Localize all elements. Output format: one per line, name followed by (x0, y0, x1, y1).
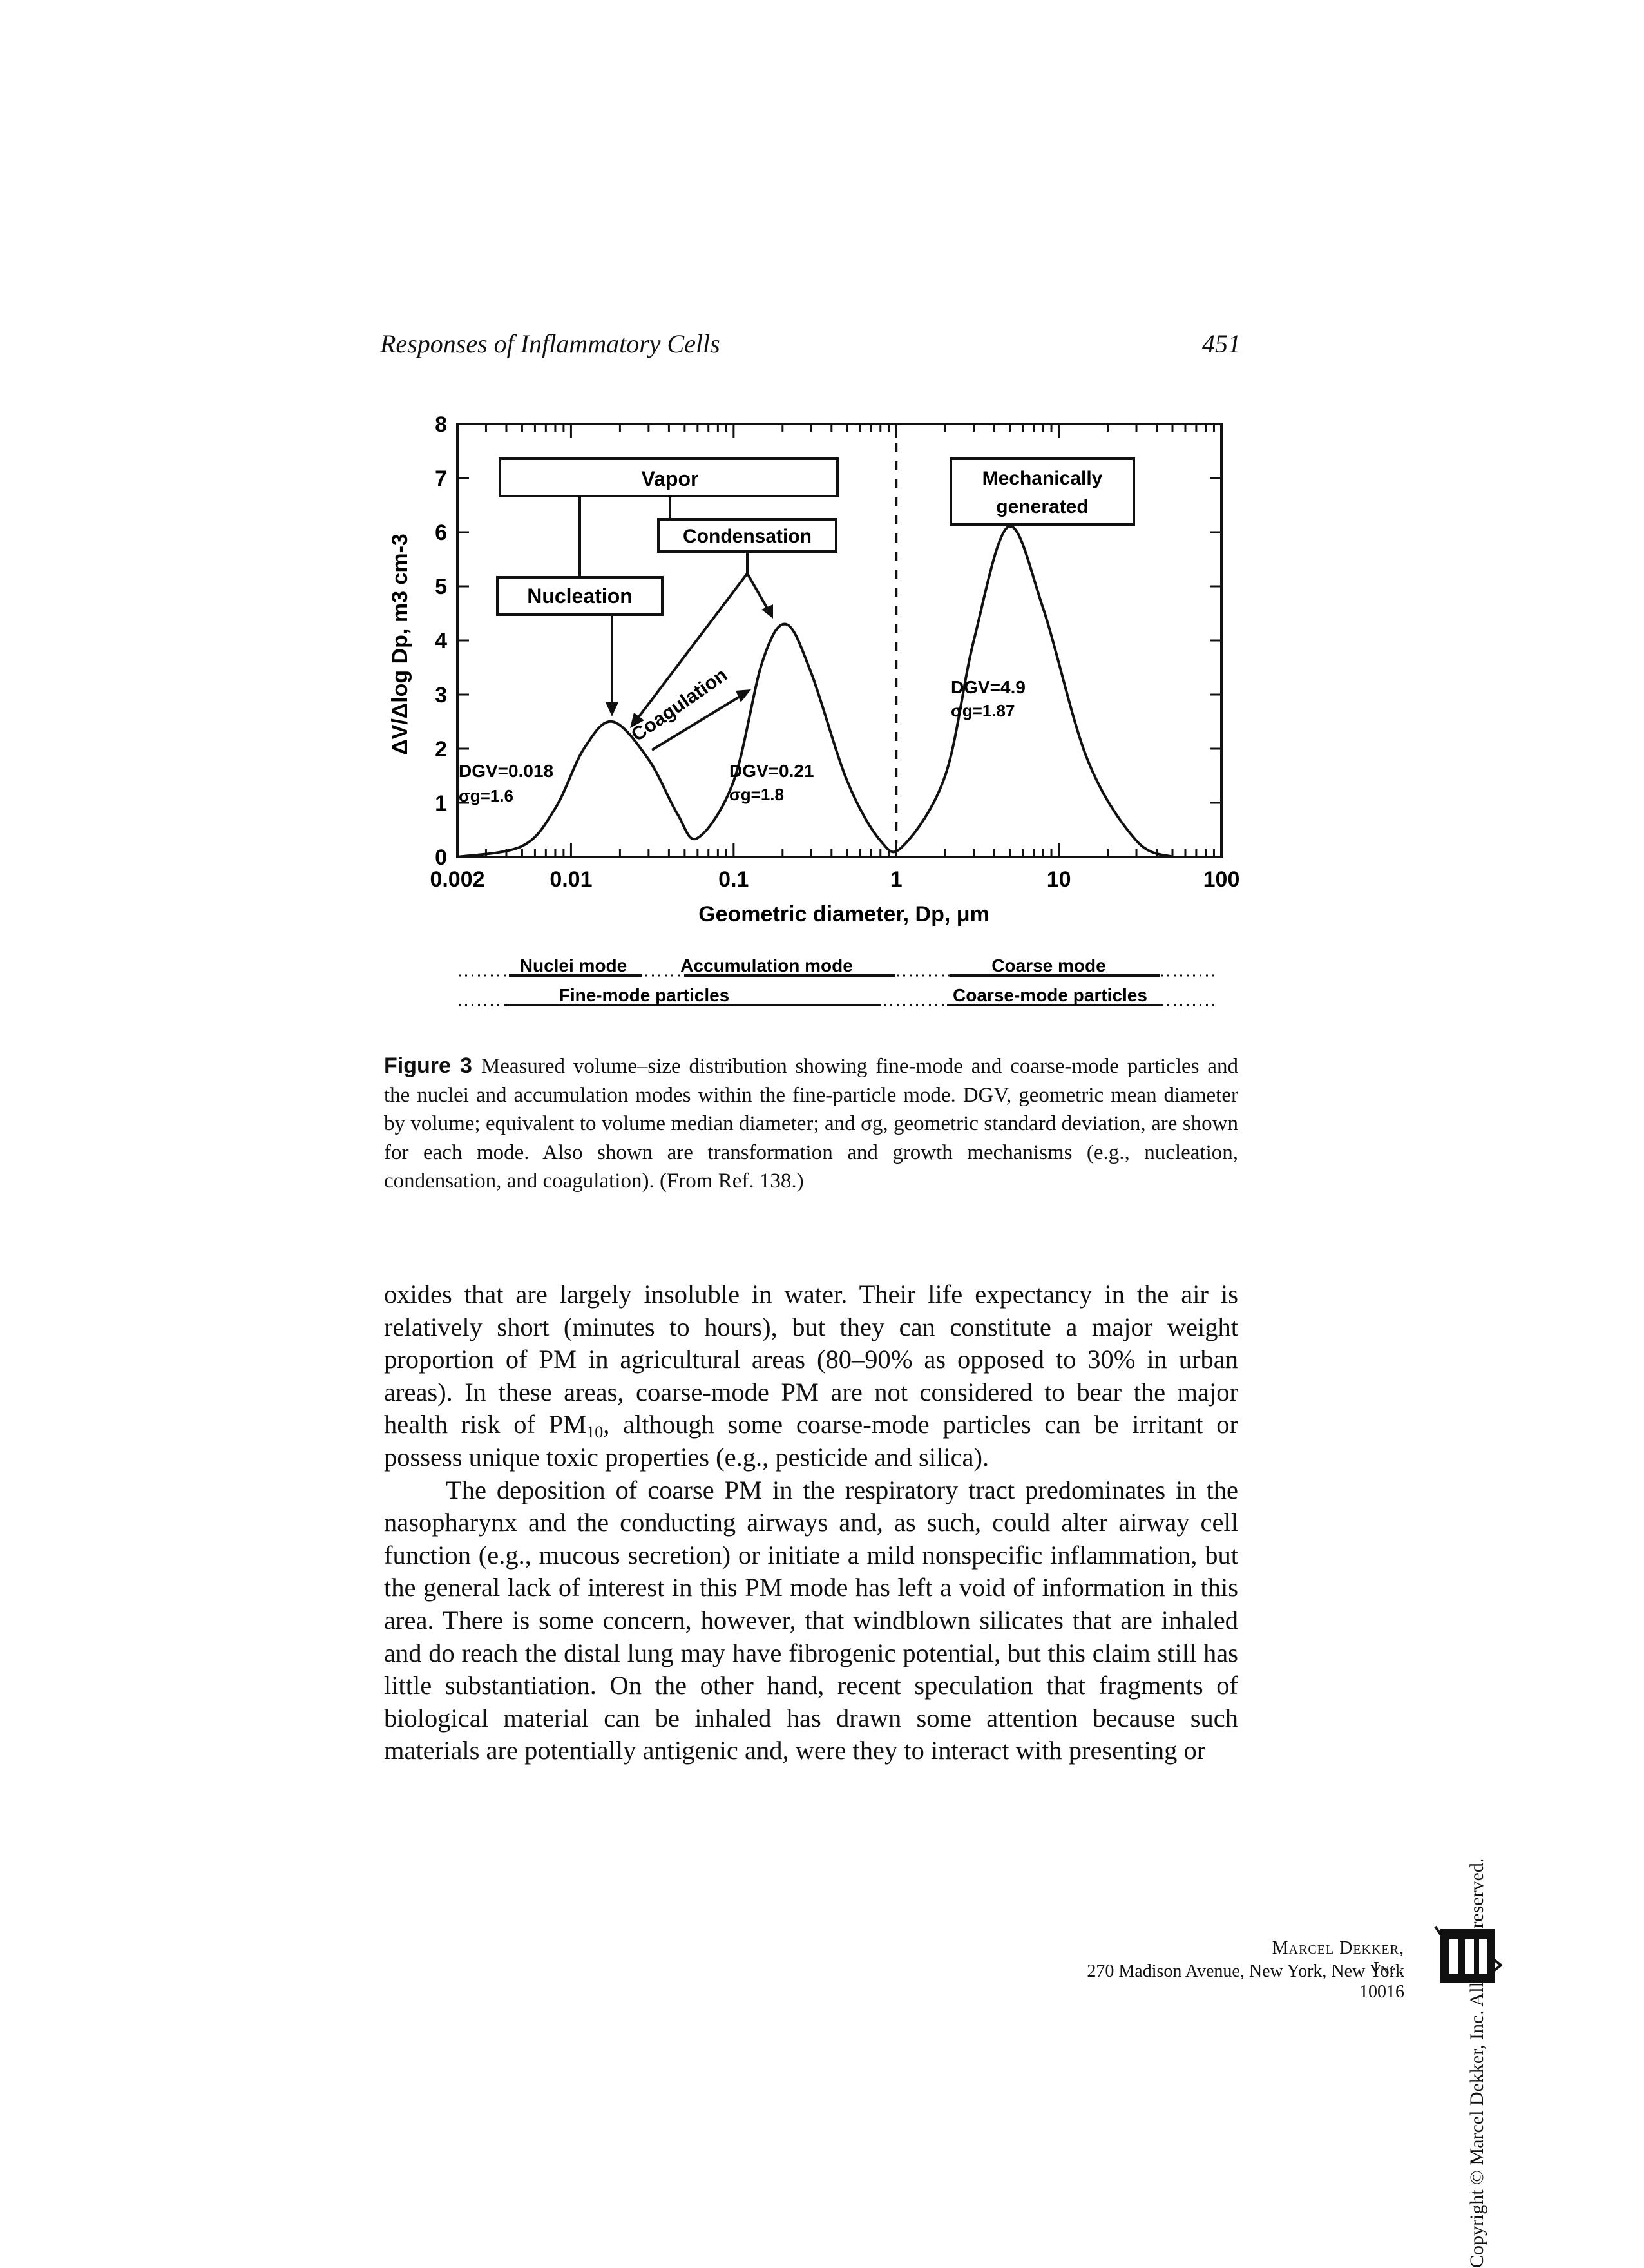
y-tick-label: 1 (435, 791, 447, 816)
x-tick-label: 10 (1047, 867, 1071, 892)
nucleation-box: Nucleation (496, 576, 664, 616)
coarse-mode-label: Coarse mode (991, 956, 1105, 975)
vapor-box: Vapor (499, 457, 839, 497)
coarse-mode-particles-label: Coarse-mode particles (953, 985, 1147, 1005)
mode1-dgv: DGV=0.018 (459, 761, 553, 781)
y-tick-label: 0 (435, 845, 447, 870)
condensation-label: Condensation (683, 526, 812, 547)
figure-chart: 0.002 0.01 0.1 1 10 100 0 1 2 3 4 5 6 7 8 Geometric di… (388, 412, 1239, 1006)
publisher-address: 270 Madison Avenue, New York, New York 1… (1087, 1961, 1404, 2002)
y-tick-label: 3 (435, 683, 447, 707)
mode-annotations: DGV=0.018 σg=1.6 DGV=0.21 σg=1.8 DGV=4.9… (459, 677, 1026, 805)
y-tick-label: 2 (435, 737, 447, 762)
y-tick-label: 5 (435, 575, 447, 599)
vapor-label: Vapor (642, 467, 699, 490)
mode3-dgv: DGV=4.9 (951, 677, 1026, 697)
caption-label: Figure 3 (384, 1053, 472, 1078)
publisher-name: Marcel Dekker, Inc. (1272, 1938, 1404, 1979)
body-text: oxides that are largely insoluble in wat… (384, 1278, 1238, 1767)
y-tick-label: 4 (435, 629, 447, 653)
mechanically-generated-box: Mechanically generated (950, 457, 1135, 526)
publisher-logo-icon (1434, 1925, 1502, 1983)
x-axis-title: Geometric diameter, Dp, μm (698, 902, 989, 927)
fine-mode-particles-label: Fine-mode particles (559, 985, 730, 1005)
nuclei-mode-label: Nuclei mode (520, 956, 627, 975)
volume-distribution-curve (457, 525, 1173, 858)
caption-text: Measured volume–size distribution showin… (384, 1055, 1238, 1193)
paragraph-1: oxides that are largely insoluble in wat… (384, 1280, 1239, 1472)
x-tick-label: 100 (1203, 867, 1240, 892)
process-arrows (578, 496, 769, 751)
accumulation-mode-label: Accumulation mode (680, 956, 853, 975)
x-tick-label: 0.002 (430, 867, 484, 892)
running-title: Responses of Inflammatory Cells (380, 329, 720, 358)
condensation-box: Condensation (657, 518, 837, 553)
y-axis-title: ΔV/Δlog Dp, m3 cm-3 (388, 533, 412, 755)
axis-ticks (456, 423, 1221, 858)
y-tick-label: 6 (435, 521, 447, 545)
mode2-sigma: σg=1.8 (729, 785, 784, 804)
paragraph-2: The deposition of coarse PM in the respi… (384, 1475, 1238, 1765)
page-number: 451 (1202, 329, 1241, 358)
y-tick-label: 8 (435, 412, 447, 437)
x-tick-label: 1 (890, 867, 903, 892)
mechanical-label-line2: generated (996, 496, 1088, 517)
x-tick-label: 0.01 (550, 867, 592, 892)
arrowheads (606, 604, 773, 728)
mode3-sigma: σg=1.87 (951, 701, 1015, 720)
nucleation-label: Nucleation (527, 584, 633, 608)
mode-scale: Nuclei mode Accumulation mode Coarse mod… (459, 956, 1218, 1006)
tick-labels: 0.002 0.01 0.1 1 10 100 0 1 2 3 4 5 6 7 8 (430, 412, 1239, 892)
mode2-dgv: DGV=0.21 (729, 761, 814, 781)
mechanical-label-line1: Mechanically (982, 468, 1103, 489)
y-tick-label: 7 (435, 466, 447, 491)
mode1-sigma: σg=1.6 (459, 786, 513, 805)
x-tick-label: 0.1 (718, 867, 749, 892)
